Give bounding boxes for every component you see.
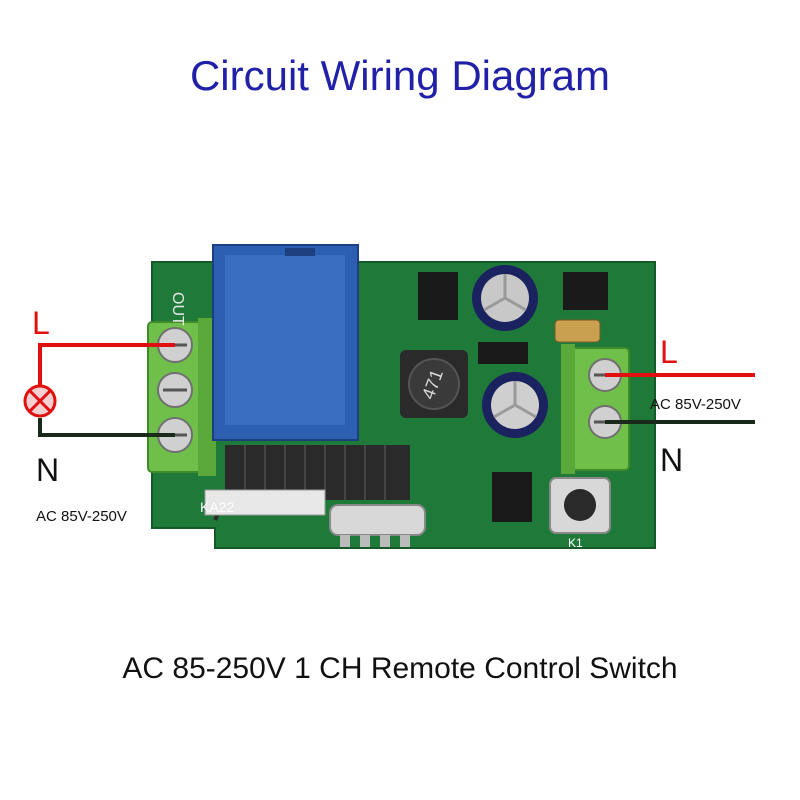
ic-chip-bottom bbox=[492, 472, 532, 522]
small-inductor bbox=[554, 319, 601, 343]
relay bbox=[212, 244, 359, 441]
out-marking: OUT bbox=[169, 292, 186, 326]
right-terminal-block bbox=[561, 344, 630, 474]
crystal-oscillator bbox=[329, 504, 426, 547]
right-neutral-label: N bbox=[660, 442, 684, 478]
ic-chip-right bbox=[563, 272, 608, 310]
inductor bbox=[400, 350, 468, 418]
left-neutral-label: N bbox=[36, 452, 60, 488]
left-neutral-wire bbox=[38, 418, 175, 437]
capacitor-bottom bbox=[482, 372, 548, 438]
left-voltage-label: AC 85V-250V bbox=[36, 508, 127, 525]
ic-chip-top bbox=[418, 272, 458, 320]
diode-bridge bbox=[478, 342, 528, 364]
right-live-label: L bbox=[660, 334, 678, 370]
right-voltage-label: AC 85V-250V bbox=[650, 396, 741, 413]
rf-module bbox=[204, 489, 326, 516]
button-marking: K1 bbox=[568, 536, 583, 550]
page-title: Circuit Wiring Diagram bbox=[189, 52, 611, 99]
antenna-coil bbox=[213, 445, 410, 521]
push-button bbox=[549, 477, 611, 534]
left-live-wire bbox=[38, 343, 175, 385]
antenna-marking: KA22 bbox=[200, 499, 235, 515]
caption: AC 85-250V 1 CH Remote Control Switch bbox=[122, 652, 678, 685]
capacitor-top bbox=[472, 265, 538, 331]
lamp-icon bbox=[23, 384, 57, 418]
left-live-label: L bbox=[32, 305, 50, 341]
left-terminal-block bbox=[147, 318, 216, 476]
